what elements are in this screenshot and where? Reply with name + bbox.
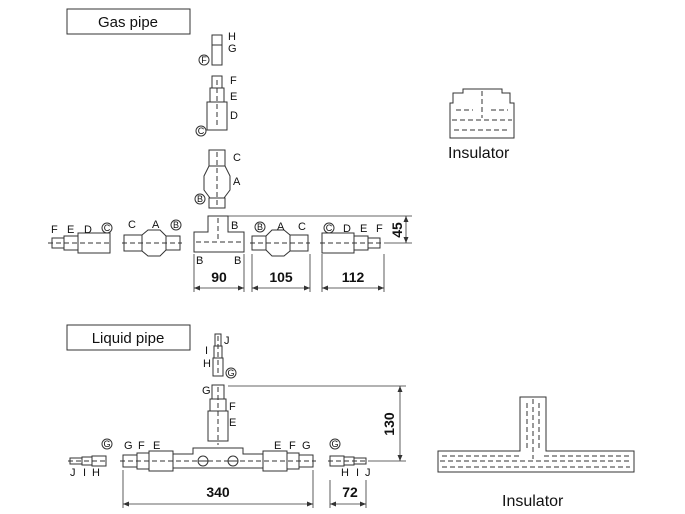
gas-right-circle-c: C: [323, 222, 335, 234]
liquid-label-h: H: [203, 358, 211, 370]
liquid-left-label-f: F: [138, 440, 145, 452]
liquid-left-circle-g: G: [101, 438, 113, 450]
gas-dim-45: 45: [389, 222, 405, 238]
liquid-left-label-e: E: [153, 440, 160, 452]
svg-text:B: B: [197, 194, 203, 204]
liquid-title-box: Liquid pipe: [66, 324, 191, 351]
svg-text:G: G: [331, 439, 338, 449]
liquid-dim-72: 72: [342, 484, 358, 500]
liquid-dimensions: 340 72 130: [122, 385, 406, 508]
liquid-right-label-j: J: [365, 467, 371, 479]
gas-tee-label-b-right: B: [231, 220, 238, 232]
gas-left-circle-b: B: [170, 219, 182, 231]
gas-label-h: H: [228, 31, 236, 43]
gas-circle-f: F: [198, 54, 210, 66]
gas-right-label-c: C: [298, 221, 306, 233]
gas-label-d: D: [230, 110, 238, 122]
liquid-label-f: F: [229, 401, 236, 413]
liquid-label-i: I: [205, 345, 208, 357]
gas-dim-105: 105: [269, 269, 293, 285]
liquid-label-j: J: [224, 335, 230, 347]
gas-right-circle-b: B: [254, 221, 266, 233]
liquid-right-circle-g: G: [329, 438, 341, 450]
gas-dim-112: 112: [342, 269, 365, 285]
gas-circle-b: B: [194, 193, 206, 205]
gas-title: Gas pipe: [98, 14, 158, 31]
gas-tee: B B B: [193, 215, 245, 267]
liquid-right-parts: E F G G H I J: [274, 438, 371, 479]
liquid-left-label-h: H: [92, 467, 100, 479]
liquid-right-label-g: G: [302, 440, 311, 452]
liquid-tee-assembly: [120, 447, 316, 472]
gas-right-label-f: F: [376, 223, 383, 235]
liquid-vertical-parts: J I H G G F E: [202, 333, 237, 445]
gas-left-label-c: C: [128, 219, 136, 231]
svg-text:C: C: [326, 223, 333, 233]
gas-tee-label-b-left: B: [196, 255, 203, 267]
gas-title-box: Gas pipe: [66, 8, 191, 35]
gas-left-label-f: F: [51, 224, 58, 236]
svg-text:C: C: [104, 223, 111, 233]
liquid-right-label-i: I: [356, 467, 359, 479]
liquid-title: Liquid pipe: [92, 330, 165, 347]
gas-right-label-a: A: [277, 221, 285, 233]
gas-dimensions: 90 105 112 45: [193, 215, 412, 292]
liquid-left-parts: G G F E J I H: [68, 438, 160, 479]
gas-insulator: Insulator: [448, 88, 515, 162]
liquid-label-e: E: [229, 417, 236, 429]
liquid-left-label-j: J: [70, 467, 76, 479]
gas-vertical-parts: H G F F E D C C A B: [194, 31, 241, 209]
gas-insulator-label: Insulator: [448, 145, 510, 162]
gas-right-label-d: D: [343, 223, 351, 235]
liquid-circle-g: G: [225, 367, 237, 379]
gas-label-c: C: [233, 152, 241, 164]
gas-left-label-a: A: [152, 219, 160, 231]
gas-label-a: A: [233, 176, 241, 188]
gas-label-e: E: [230, 91, 237, 103]
liquid-dim-340: 340: [206, 484, 230, 500]
liquid-insulator: Insulator: [437, 396, 635, 510]
liquid-dim-130: 130: [381, 412, 397, 436]
gas-right-label-e: E: [360, 223, 367, 235]
gas-tee-label-b-right-bottom: B: [234, 255, 241, 267]
gas-label-g: G: [228, 43, 237, 55]
svg-text:C: C: [198, 126, 205, 136]
gas-left-branch: F E D C C A B: [48, 219, 182, 257]
gas-dim-90: 90: [211, 269, 227, 285]
svg-text:G: G: [103, 439, 110, 449]
liquid-right-label-f: F: [289, 440, 296, 452]
liquid-label-g: G: [202, 385, 211, 397]
liquid-left-label-g: G: [124, 440, 133, 452]
gas-left-label-d: D: [84, 224, 92, 236]
gas-left-circle-c: C: [101, 222, 113, 234]
gas-circle-c: C: [195, 125, 207, 137]
liquid-right-label-e: E: [274, 440, 281, 452]
gas-right-branch: B A C C D E F: [250, 221, 384, 257]
svg-text:B: B: [173, 220, 179, 230]
gas-left-label-e: E: [67, 224, 74, 236]
liquid-left-label-i: I: [83, 467, 86, 479]
liquid-right-label-h: H: [341, 467, 349, 479]
gas-label-f: F: [230, 75, 237, 87]
svg-text:G: G: [227, 368, 234, 378]
svg-text:F: F: [201, 55, 207, 65]
liquid-insulator-label: Insulator: [502, 493, 564, 510]
svg-text:B: B: [257, 222, 263, 232]
